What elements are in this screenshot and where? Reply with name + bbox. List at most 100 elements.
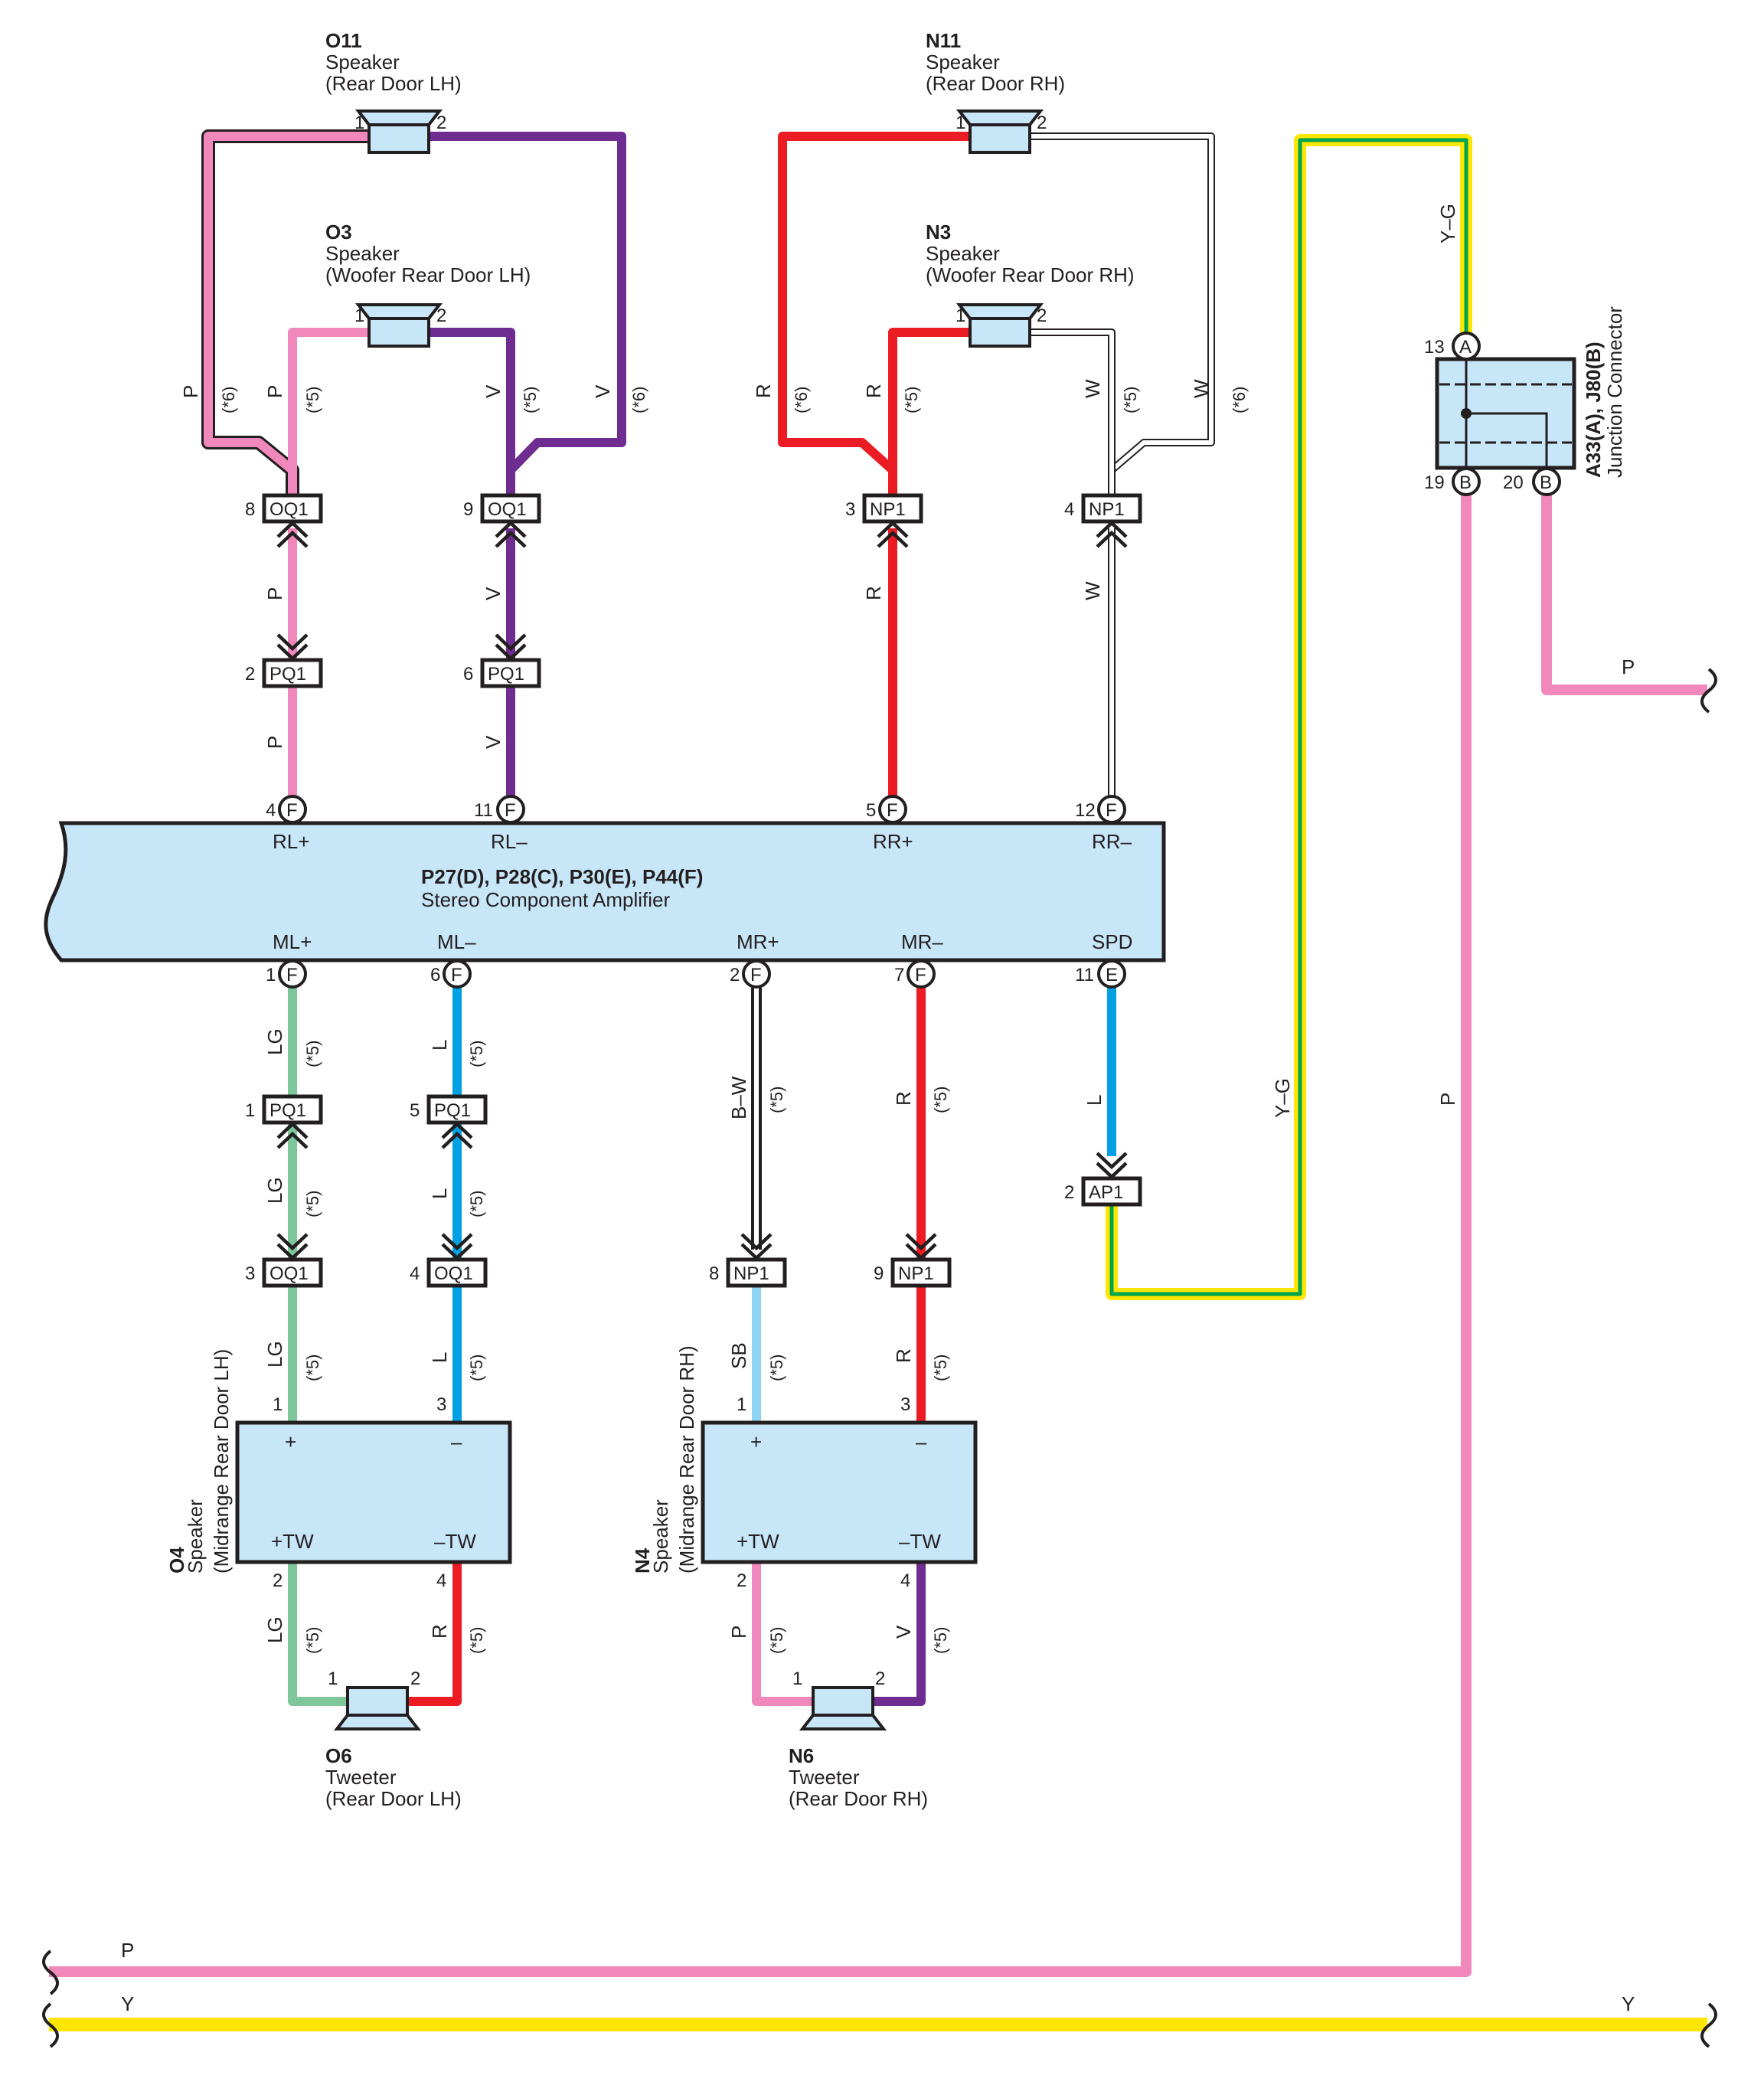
terminal-label: SPD: [1092, 930, 1132, 953]
pin-number: 11: [474, 800, 493, 821]
terminal-label: MR+: [737, 930, 779, 953]
pin-number: 8: [245, 499, 255, 520]
terminal-label: +TW: [271, 1530, 314, 1553]
wire-note-label: (*6): [792, 387, 811, 413]
pin-number: 2: [1037, 306, 1047, 326]
pin-number: 20: [1503, 472, 1524, 493]
component-location: (Rear Door LH): [325, 72, 462, 95]
pin-number: 2: [410, 1668, 420, 1689]
pin-number: 12: [1075, 800, 1096, 821]
component-code: N6: [789, 1744, 814, 1767]
wire-note-label: (*5): [303, 1627, 322, 1654]
connector-name: PQ1: [488, 664, 524, 685]
pin-number: 19: [1424, 472, 1445, 493]
wire-o3-pin2-v: [429, 328, 515, 502]
connector-letter: F: [887, 800, 898, 821]
pin-number: 3: [900, 1394, 910, 1415]
wire-color-label: V: [482, 735, 505, 749]
connector-name: NP1: [733, 1263, 769, 1284]
wire-color-label: W: [1081, 379, 1104, 398]
connector-letter: F: [286, 800, 298, 821]
connector-name: PQ1: [270, 1100, 306, 1121]
terminal-label: –TW: [434, 1530, 476, 1553]
pin-number: 4: [1064, 499, 1074, 520]
terminal-label: RL–: [491, 830, 528, 853]
component-location: (Midrange Rear Door RH): [675, 1345, 698, 1574]
wire-color-label: LG: [263, 1616, 286, 1643]
wire-o3-pin1-p: [288, 328, 371, 502]
component-name: Speaker: [926, 242, 1000, 265]
pin-number: 1: [245, 1100, 255, 1121]
wire-color-label: W: [1081, 581, 1104, 600]
pin-number: 7: [894, 965, 904, 985]
wire-color-label: P: [121, 1939, 134, 1962]
wires: [49, 129, 1707, 2031]
wire-color-label: L: [428, 1352, 451, 1363]
wire-color-label: LG: [263, 1177, 286, 1204]
wire-color-label: V: [892, 1625, 915, 1639]
terminal-label: ML–: [437, 930, 476, 953]
pin-number: 3: [245, 1263, 255, 1284]
component-code: O4: [165, 1547, 188, 1574]
component-name: Tweeter: [789, 1766, 860, 1789]
component-name: Speaker: [184, 1499, 207, 1574]
tweeter-n6: 1 2 N6 Tweeter (Rear Door RH): [789, 1668, 928, 1810]
component-name: Speaker: [649, 1499, 672, 1574]
pin-number: 1: [737, 1394, 746, 1415]
terminal-label: –TW: [899, 1530, 941, 1553]
component-name: Speaker: [325, 51, 400, 74]
pin-number: 4: [410, 1263, 420, 1284]
wire-color-label: Y–G: [1271, 1078, 1294, 1118]
pin-number: 2: [737, 1570, 746, 1591]
connector-name: OQ1: [434, 1263, 473, 1284]
component-code: N4: [631, 1547, 654, 1574]
wire-ml-plus-lg: [288, 988, 354, 1706]
wire-color-label: R: [752, 384, 775, 398]
pin-number: 5: [866, 800, 876, 821]
wire-color-label: P: [263, 385, 286, 398]
wire-color-label: P: [1436, 1093, 1459, 1106]
wire-note-label: (*5): [521, 387, 540, 413]
component-code: N3: [926, 221, 951, 243]
connector-name: PQ1: [434, 1100, 471, 1121]
wire-note-label: (*6): [219, 387, 238, 413]
pin-number: 1: [354, 113, 364, 133]
inline-connector-np1-8: NP1 8: [709, 1234, 787, 1288]
wire-note-label: (*5): [467, 1191, 486, 1217]
tweeter-o6: 1 2 O6 Tweeter (Rear Door LH): [325, 1668, 462, 1810]
component-name: Speaker: [926, 51, 1000, 74]
wire-color-label: P: [1622, 655, 1635, 678]
wire-note-label: (*5): [467, 1041, 486, 1067]
pin-number: 8: [709, 1263, 719, 1284]
component-location: (Midrange Rear Door LH): [210, 1349, 233, 1574]
wire-note-label: (*5): [767, 1087, 786, 1113]
inline-connector-oq1-4: OQ1 4: [410, 1234, 488, 1288]
wire-color-label: P: [263, 736, 286, 749]
speaker-o11: O11 Speaker (Rear Door LH) 1 2: [325, 29, 462, 154]
speaker-n3: N3 Speaker (Woofer Rear Door RH) 1 2: [926, 221, 1135, 348]
wire-color-label: R: [862, 384, 885, 398]
pin-number: 6: [463, 664, 473, 685]
pin-number: 4: [900, 1570, 910, 1591]
wire-color-label: L: [428, 1188, 451, 1199]
wire-o4-mtw-r: [401, 1562, 462, 1706]
terminal-label: +: [750, 1430, 762, 1453]
wire-color-label: Y: [121, 1992, 134, 2015]
pin-number: 2: [875, 1668, 885, 1689]
wire-color-label: P: [727, 1626, 750, 1639]
connector-letter: E: [1106, 965, 1118, 985]
pin-number: 3: [845, 499, 855, 520]
pin-number: 2: [273, 1570, 283, 1591]
connector-letter: F: [915, 965, 926, 985]
wire-n4-mtw-v: [867, 1562, 926, 1706]
wire-note-label: (*5): [931, 1355, 950, 1381]
junction-connector: A 13 B 19 B 20 A33(A), J80(B) Junction C…: [1424, 306, 1626, 496]
pin-number: 1: [273, 1394, 283, 1415]
